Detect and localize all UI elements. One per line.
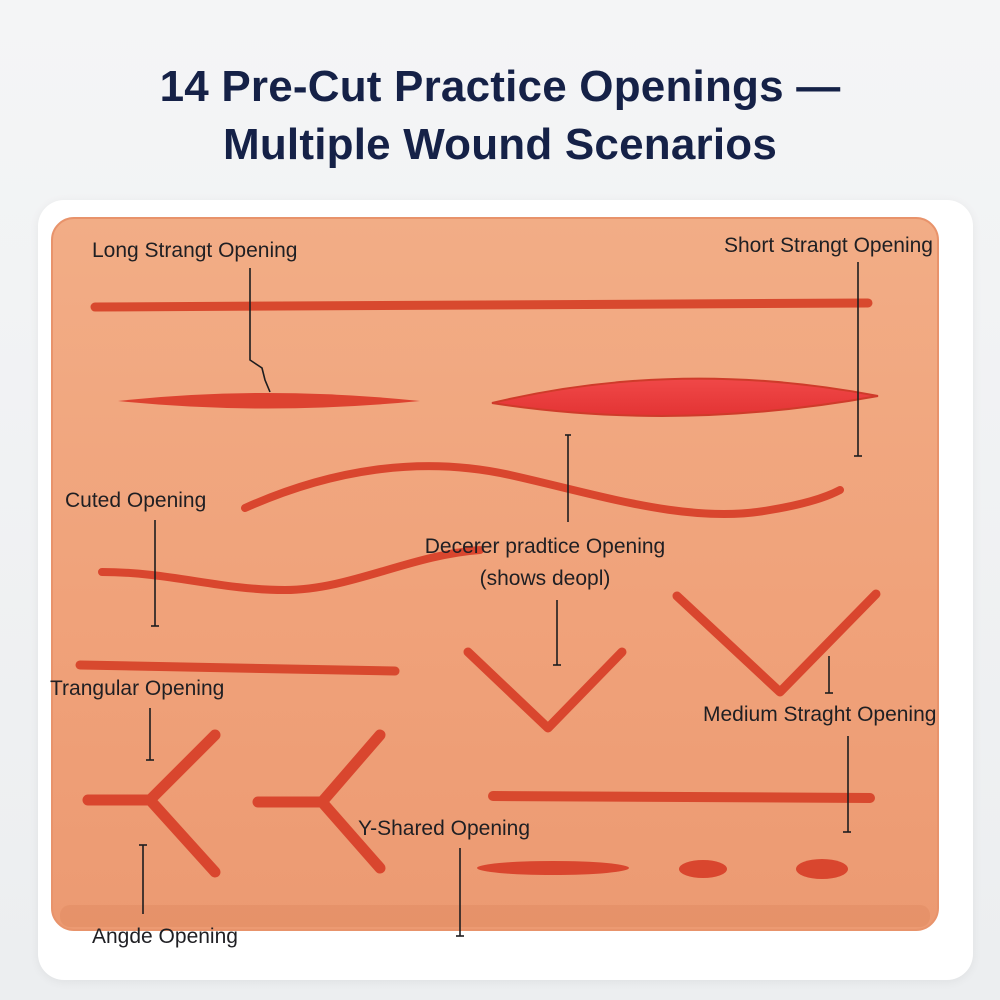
spindle-cut-deep: [491, 377, 879, 417]
label-decerer-line-1: Decerer pradtice Opening: [424, 535, 666, 558]
label-short-straight: Short Strangt Opening: [724, 234, 933, 257]
label-long-straight: Long Strangt Opening: [92, 239, 298, 262]
spindle-cut-left: [118, 393, 420, 409]
curved-cut-lower: [98, 546, 484, 595]
long-straight-cut: [90, 298, 873, 312]
y-cut-left: [82, 729, 221, 878]
puncture-cut-2: [796, 859, 848, 879]
label-decerer-line-2: (shows deopl): [479, 567, 611, 590]
callout-lines: [139, 262, 862, 937]
puncture-cut-1: [679, 860, 727, 878]
label-medium-straight: Medium Straght Opening: [703, 703, 937, 726]
title-line-2: Multiple Wound Scenarios: [222, 120, 778, 169]
callout-long-straight: [249, 268, 271, 393]
v-cut-large: [672, 589, 881, 697]
medium-straight-cut: [488, 791, 875, 803]
label-y-shared: Y-Shared Opening: [358, 817, 531, 840]
short-cut: [477, 861, 629, 875]
straight-cut-left: [75, 660, 400, 676]
y-cut-right: [252, 729, 386, 874]
pad-bottom-edge: [60, 905, 930, 927]
label-trangular: Trangular Opening: [50, 677, 225, 700]
label-angde: Angde Opening: [92, 925, 238, 948]
label-decerer: Decerer pradtice Opening (shows deopl): [385, 534, 705, 592]
page-title: 14 Pre-Cut Practice Openings — Multiple …: [0, 58, 1000, 174]
wounds: [75, 298, 881, 879]
v-cut-small: [463, 647, 627, 733]
curved-cut-upper: [241, 462, 844, 519]
label-cuted: Cuted Opening: [65, 489, 207, 512]
title-line-1: 14 Pre-Cut Practice Openings —: [159, 62, 841, 111]
